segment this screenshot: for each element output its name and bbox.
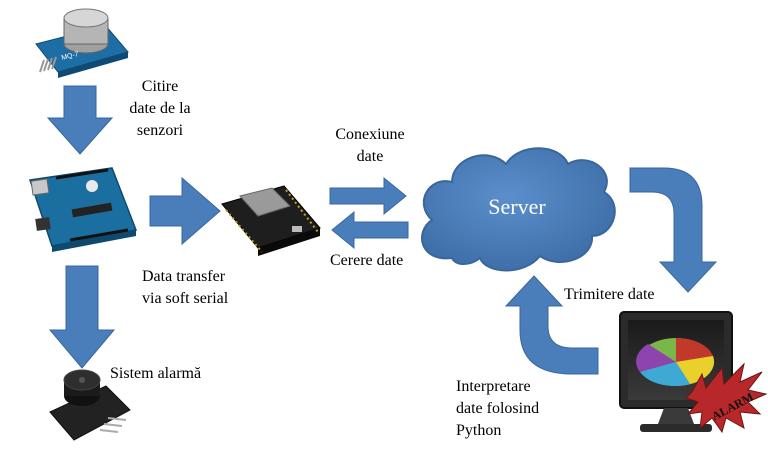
arrow-computer-to-server (504, 275, 599, 375)
arduino-board-icon (29, 167, 138, 252)
server-label: Server (488, 194, 546, 219)
label-conexiune: Conexiune date (335, 126, 405, 165)
arrow-arduino-to-esp (149, 176, 221, 246)
arrow-sensor-to-arduino (46, 85, 114, 155)
mq7-sensor-icon: MQ-7 (35, 8, 129, 78)
pie-chart-icon (636, 337, 715, 387)
arrow-cerere-date (331, 210, 409, 250)
mq7-label: MQ-7 (61, 51, 80, 62)
label-cerere: Cerere date (330, 252, 404, 269)
arrow-server-to-computer (629, 167, 718, 293)
buzzer-module-icon (49, 369, 131, 441)
arrow-conexiune-date (329, 176, 407, 216)
esp32-board-icon (221, 185, 321, 256)
server-cloud-icon (421, 147, 616, 272)
arrow-arduino-to-alarm (48, 265, 116, 369)
label-interpretare: Interpretare date folosind Python (456, 378, 540, 439)
label-trimitere: Trimitere date (564, 286, 655, 303)
label-data-transfer: Data transfer via soft serial (142, 268, 229, 307)
label-citire: Citire date de la senzori (129, 78, 191, 139)
label-sistem-alarma: Sistem alarmă (110, 365, 202, 382)
